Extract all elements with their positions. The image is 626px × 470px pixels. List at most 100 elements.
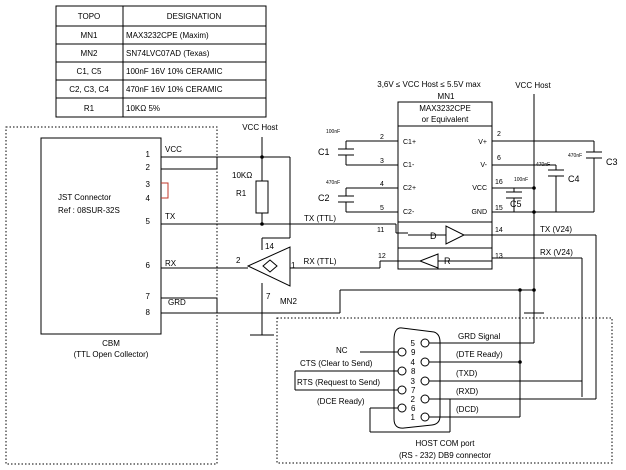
table-cell: MN1 bbox=[81, 31, 98, 40]
vcc-host-label-left: VCC Host bbox=[242, 123, 278, 132]
table-cell: SN74LVC07AD (Texas) bbox=[126, 49, 210, 58]
vcc-host-label-right: VCC Host bbox=[515, 81, 551, 90]
mn1-pin-number: 16 bbox=[495, 179, 503, 186]
tx-ttl-label: TX (TTL) bbox=[304, 214, 336, 223]
rx-ttl-label: RX (TTL) bbox=[304, 257, 337, 266]
db9-subtitle: (RS - 232) DB9 connector bbox=[399, 451, 491, 460]
mn1-pin-number: 6 bbox=[497, 155, 501, 162]
cbm-title: CBM bbox=[102, 339, 120, 348]
db9-cts-label: CTS (Clear to Send) bbox=[300, 359, 373, 368]
db9-dcd-label: (DCD) bbox=[456, 405, 479, 414]
db9-pin-number: 4 bbox=[411, 358, 416, 367]
db9-pin-number: 9 bbox=[411, 348, 416, 357]
table-cell: 100nF 16V 10% CERAMIC bbox=[126, 67, 223, 76]
rx-v24-label: RX (V24) bbox=[540, 248, 573, 257]
mn1-pin-number: 2 bbox=[497, 131, 501, 138]
mn1-part-note: or Equivalent bbox=[422, 115, 469, 124]
mn1-pin-number: 12 bbox=[378, 253, 386, 260]
table-header-topo: TOPO bbox=[78, 12, 101, 21]
mn1-pin-number: 5 bbox=[380, 205, 384, 212]
table-cell: C1, C5 bbox=[77, 67, 102, 76]
jst-pin-name-vcc: VCC bbox=[165, 145, 182, 154]
mn1-name: MN1 bbox=[438, 92, 455, 101]
db9-nc-label: NC bbox=[336, 346, 348, 355]
tx-v24-label: TX (V24) bbox=[540, 225, 572, 234]
jst-pin-number: 8 bbox=[146, 308, 151, 317]
mn1-pin-name: C2+ bbox=[403, 185, 416, 192]
c5-name: C5 bbox=[510, 199, 522, 209]
mn1-pin-name: GND bbox=[471, 209, 487, 216]
db9-txd-label: (TXD) bbox=[456, 369, 478, 378]
table-cell: R1 bbox=[84, 104, 95, 113]
mn1-pin-name: V+ bbox=[478, 139, 487, 146]
db9-pin-number: 3 bbox=[411, 377, 416, 386]
table-cell: 10KΩ 5% bbox=[126, 104, 160, 113]
mn1-pin-name: C2- bbox=[403, 209, 415, 216]
resistor-r1 bbox=[255, 180, 269, 214]
jst-pin-number: 7 bbox=[146, 292, 151, 301]
jst-pin-name-grd: GRD bbox=[168, 298, 186, 307]
mn1-pin-name: VCC bbox=[472, 185, 487, 192]
db9-title: HOST COM port bbox=[416, 439, 476, 448]
jst-pin-name-tx: TX bbox=[165, 212, 176, 221]
db9-pin-number: 7 bbox=[411, 386, 416, 395]
db9-pin-number: 6 bbox=[411, 404, 416, 413]
c1-value: 100nF bbox=[326, 129, 340, 135]
db9-shell bbox=[393, 327, 441, 429]
r1-name: R1 bbox=[236, 189, 247, 198]
driver-label: D bbox=[430, 231, 437, 241]
jst-connector-box bbox=[40, 137, 162, 335]
mn1-pin-number: 14 bbox=[495, 227, 503, 234]
table-cell: MN2 bbox=[81, 49, 98, 58]
mn1-pin-number: 2 bbox=[380, 134, 384, 141]
jst-pins: 1 2 3 4 5 6 7 8 VCC TX RX GRD bbox=[146, 145, 186, 317]
mn1-pin-number: 15 bbox=[495, 205, 503, 212]
db9-rts-label: RTS (Request to Send) bbox=[297, 378, 380, 387]
jst-pin-number: 6 bbox=[146, 261, 151, 270]
receiver-triangle bbox=[418, 253, 439, 269]
mn1-pin-name: C1- bbox=[403, 162, 415, 169]
mn2-pin-out: 1 bbox=[291, 261, 296, 270]
c1-name: C1 bbox=[318, 147, 330, 157]
driver-triangle bbox=[445, 225, 466, 245]
cbm-subtitle: (TTL Open Collector) bbox=[74, 350, 149, 359]
db9-pin-number: 2 bbox=[411, 395, 416, 404]
db9-rxd-label: (RXD) bbox=[456, 387, 479, 396]
mn1-pin-number: 13 bbox=[495, 253, 503, 260]
db9-boundary bbox=[276, 317, 613, 464]
mn2-pin-in: 2 bbox=[236, 256, 241, 265]
mn1-pin-name: V- bbox=[480, 162, 487, 169]
mn1-pin-number: 3 bbox=[380, 158, 384, 165]
table-cell: 470nF 16V 10% CERAMIC bbox=[126, 85, 223, 94]
jst-pin-number: 2 bbox=[146, 163, 151, 172]
mn2-name: MN2 bbox=[280, 297, 297, 306]
mn1-chip bbox=[397, 101, 493, 270]
cbm-boundary bbox=[5, 126, 218, 465]
jst-pin-number: 3 bbox=[146, 180, 151, 189]
bom-table: TOPO DESIGNATION MN1 MAX3232CPE (Maxim) … bbox=[55, 5, 267, 118]
c3-value: 470nF bbox=[568, 153, 582, 159]
c5-value: 100nF bbox=[514, 177, 528, 183]
db9-dce-label: (DCE Ready) bbox=[317, 397, 365, 406]
c2-name: C2 bbox=[318, 193, 330, 203]
mn1-pin-number: 4 bbox=[380, 181, 384, 188]
c4-value: 470nF bbox=[536, 162, 550, 168]
jst-pin-name-rx: RX bbox=[165, 259, 177, 268]
jst-pin-number: 4 bbox=[146, 194, 151, 203]
buffer-mn2 bbox=[246, 237, 291, 336]
table-header-designation: DESIGNATION bbox=[167, 12, 222, 21]
c2-value: 470nF bbox=[326, 180, 340, 186]
db9-pin-number: 5 bbox=[411, 339, 416, 348]
c3-name: C3 bbox=[606, 157, 618, 167]
c4-name: C4 bbox=[568, 174, 580, 184]
supply-note: 3,6V ≤ VCC Host ≤ 5.5V max bbox=[377, 80, 480, 89]
db9-dte-label: (DTE Ready) bbox=[456, 350, 503, 359]
jst-pin-number: 5 bbox=[146, 217, 151, 226]
jst-connector-ref: Ref : 08SUR-32S bbox=[58, 206, 120, 215]
table-cell: MAX3232CPE (Maxim) bbox=[126, 31, 209, 40]
db9-grd-label: GRD Signal bbox=[458, 332, 500, 341]
mn2-pin-gnd: 7 bbox=[266, 292, 271, 301]
mn1-pin-number: 11 bbox=[377, 227, 384, 234]
mn2-pin-vcc: 14 bbox=[265, 242, 274, 251]
